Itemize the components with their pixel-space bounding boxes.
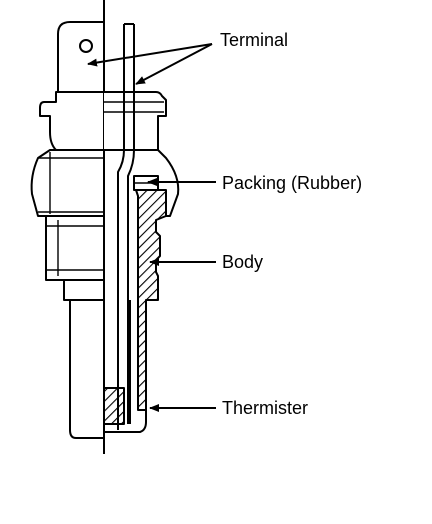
hex-nut [30,149,104,217]
lower-shoulder [63,279,104,301]
terminal-blade [57,21,104,93]
terminal-lead [117,24,125,430]
upper-collar [39,91,104,151]
sensor-exterior-half [30,21,104,439]
label-terminal: Terminal [220,30,288,50]
body-section [135,189,167,411]
label-packing: Packing (Rubber) [222,173,362,193]
leader-lines [87,43,216,412]
probe-wall [104,300,147,433]
probe-tube-exterior [69,299,104,439]
thermister-element [103,387,125,425]
terminal-leader-2 [135,43,213,85]
sensor-cutaway-half [103,23,180,433]
label-body: Body [222,252,263,272]
label-thermister: Thermister [222,398,308,418]
terminal-leader-1 [87,43,213,67]
terminal-hole [79,39,93,53]
